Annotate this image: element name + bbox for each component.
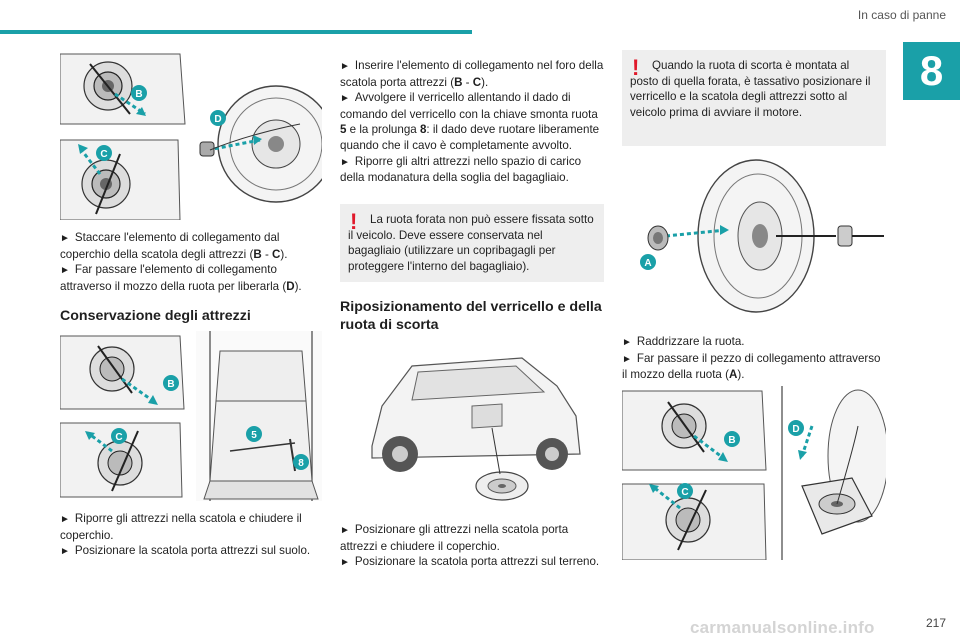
bullet-arrow-icon: ► [60,514,70,525]
callout-c: C [115,432,122,443]
figure-tool-storage: 5 8 B C [60,331,322,501]
bullet-arrow-icon: ► [340,525,350,536]
col2-steps-reposition: ►Posizionare gli attrezzi nella scatola … [340,523,600,569]
watermark: carmanualsonline.info [690,618,875,637]
callout-5: 5 [251,430,257,441]
col1-steps-unhook: ►Staccare l'elemento di collegamento dal… [60,231,302,293]
warning-exclamation-icon: ! [632,55,640,80]
callout-b: B [728,435,735,446]
bullet-arrow-icon: ► [340,61,350,72]
figure-winch-toolbox-reposition: B C D [622,386,886,560]
callout-8: 8 [298,458,304,469]
callout-a: A [644,258,651,269]
chapter-badge: 8 [903,42,960,100]
header-accent-bar [0,30,472,34]
warning-box-flat-tyre: ! La ruota forata non può essere fissata… [340,204,604,282]
page-header-title: In caso di panne [857,8,946,22]
callout-c: C [681,487,688,498]
warning-exclamation-icon: ! [350,209,358,234]
page-number: 217 [925,616,946,630]
col2-steps-insert: ►Inserire l'elemento di collegamento nel… [340,59,604,185]
callout-d: D [792,424,799,435]
figure-suv-spare-wheel [352,346,596,506]
section-title-tool-storage: Conservazione degli attrezzi [60,308,251,324]
bullet-arrow-icon: ► [622,353,632,365]
callout-c: C [100,149,107,160]
warning-text: Quando la ruota di scorta è montata al p… [630,59,871,119]
callout-b: B [167,379,174,390]
col1-steps-storage: ►Riporre gli attrezzi nella scatola e ch… [60,512,311,558]
warning-text: La ruota forata non può essere fissata s… [348,213,594,273]
bullet-arrow-icon: ► [340,93,350,105]
figure-wheel-hub-connection: A [626,154,886,320]
bullet-arrow-icon: ► [60,265,70,277]
bullet-arrow-icon: ► [340,156,350,168]
bullet-arrow-icon: ► [60,233,70,244]
bullet-arrow-icon: ► [340,557,350,569]
callout-d: D [214,114,221,125]
section-title-winch-repositioning: Riposizionamento del verricello e della … [340,299,602,333]
col3-steps-straighten: ►Raddrizzare la ruota. ►Far passare il p… [622,335,881,382]
warning-box-spare-mounted: ! Quando la ruota di scorta è montata al… [622,50,886,146]
bullet-arrow-icon: ► [622,337,632,348]
figure-toolbox-unhook: B C D [60,44,322,220]
callout-b: B [135,89,142,100]
bullet-arrow-icon: ► [60,546,70,558]
